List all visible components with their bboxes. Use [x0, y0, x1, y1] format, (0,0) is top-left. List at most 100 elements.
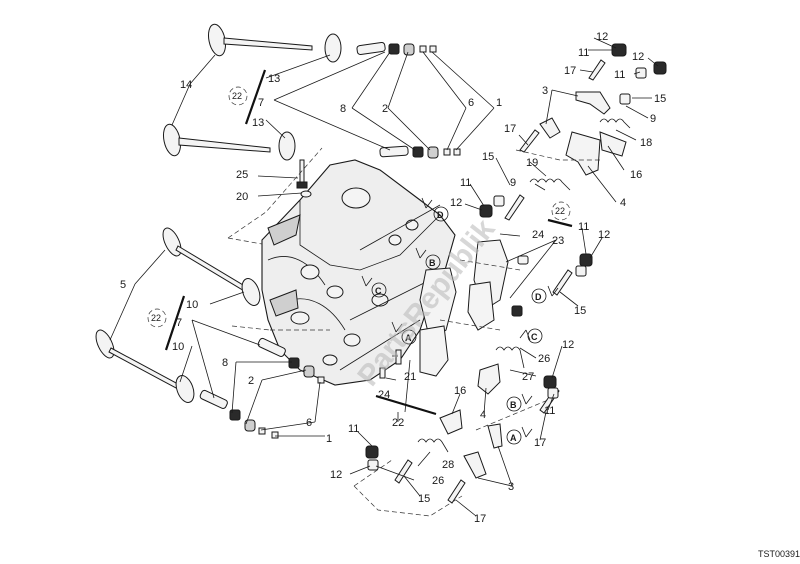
callout-8: 8 [222, 357, 228, 369]
callout-11: 11 [460, 177, 471, 189]
callout-10: 10 [186, 299, 198, 311]
callout-6: 6 [468, 97, 474, 109]
callout-16: 16 [630, 169, 642, 181]
callout-5: 5 [120, 279, 126, 291]
valve-upper-2 [162, 123, 271, 157]
callout-2: 2 [248, 375, 254, 387]
rocker-arm-lower-16 [439, 409, 463, 435]
callout-12: 12 [562, 339, 574, 351]
callout-24: 24 [378, 389, 390, 401]
callout-4: 4 [620, 197, 626, 209]
callout-14: 14 [180, 79, 192, 91]
callout-17: 17 [504, 123, 516, 135]
callout-15: 15 [574, 305, 586, 317]
callout-19: 19 [526, 157, 538, 169]
circled-22-symbols: 22 22 22 [147, 86, 571, 328]
svg-text:D: D [535, 292, 542, 302]
marker-b-2 [506, 396, 522, 412]
callout-7: 7 [258, 97, 264, 109]
callout-3: 3 [508, 481, 514, 493]
callout-26: 26 [538, 353, 550, 365]
callout-20: 20 [236, 191, 248, 203]
callout-24: 24 [532, 229, 544, 241]
callout-25: 25 [236, 169, 248, 181]
marker-a-2 [506, 429, 522, 445]
marker-a-1 [401, 329, 417, 345]
callout-18: 18 [640, 137, 652, 149]
callout-22: 22 [392, 417, 404, 429]
marker-b-1 [425, 254, 441, 270]
rocker-arm-upper-3 [539, 91, 611, 139]
valve-guides-and-keepers [199, 41, 461, 439]
callout-23: 23 [552, 235, 564, 247]
callout-17: 17 [534, 437, 546, 449]
marker-d-1 [433, 206, 449, 222]
drawing-code: TST00391 [758, 549, 800, 559]
callout-labels: 14 13 7 13 8 2 6 1 25 20 5 10 7 10 8 2 6… [120, 31, 666, 525]
svg-text:B: B [429, 258, 436, 268]
callout-8: 8 [340, 103, 346, 115]
callout-27: 27 [522, 371, 534, 383]
svg-text:A: A [510, 433, 517, 443]
callout-3: 3 [542, 85, 548, 97]
circled-22-upper-text: 22 [232, 91, 242, 101]
callout-9: 9 [510, 177, 516, 189]
callout-2: 2 [382, 103, 388, 115]
stud-and-washer [296, 159, 312, 198]
callout-11: 11 [578, 47, 589, 59]
adjusters-lower [365, 255, 559, 471]
callout-12: 12 [450, 197, 462, 209]
rocker-arm-lower-4 [477, 363, 501, 395]
callout-11: 11 [544, 405, 555, 417]
svg-text:C: C [375, 286, 382, 296]
callout-15: 15 [418, 493, 430, 505]
callout-10: 10 [172, 341, 184, 353]
callout-11: 11 [578, 221, 589, 233]
callout-11: 11 [614, 69, 625, 81]
cylinder-head [261, 159, 456, 386]
svg-text:D: D [437, 210, 444, 220]
callout-4: 4 [480, 409, 486, 421]
callout-12: 12 [598, 229, 610, 241]
group-brackets [164, 69, 573, 416]
callout-1: 1 [496, 97, 502, 109]
marker-c-1 [371, 282, 387, 298]
adjusters-upper [479, 43, 667, 277]
callout-9: 9 [650, 113, 656, 125]
circled-22-lower-text: 22 [151, 313, 161, 323]
circled-22-upper [228, 86, 248, 106]
valve-lower-2 [95, 329, 179, 389]
rocker-springs-upper [529, 118, 631, 191]
callout-13: 13 [268, 73, 280, 85]
svg-text:C: C [531, 332, 538, 342]
callout-21: 21 [404, 371, 416, 383]
circled-22-lower [147, 308, 167, 328]
valve-seat-rings [175, 33, 342, 403]
callout-12: 12 [596, 31, 608, 43]
marker-d-2 [531, 288, 547, 304]
rocker-supports [419, 239, 509, 377]
circled-22-right [551, 201, 571, 221]
callout-12: 12 [330, 469, 342, 481]
rocker-springs-lower [417, 346, 525, 453]
callout-11: 11 [348, 423, 359, 435]
leader-lines [109, 37, 659, 517]
valve-upper-1 [207, 23, 313, 57]
callout-13: 13 [252, 117, 264, 129]
rocker-arm-lower-3 [463, 423, 503, 479]
callout-1: 1 [326, 433, 332, 445]
svg-text:B: B [510, 400, 517, 410]
callout-15: 15 [654, 93, 666, 105]
svg-text:A: A [405, 333, 412, 343]
letter-markers: D B C A D C B A A C [371, 206, 547, 445]
rocker-arm-upper-4 [565, 131, 601, 176]
callout-17: 17 [564, 65, 576, 77]
callout-28: 28 [442, 459, 454, 471]
dashed-outlines [227, 147, 600, 517]
callout-16: 16 [454, 385, 466, 397]
callout-6: 6 [306, 417, 312, 429]
callout-17: 17 [474, 513, 486, 525]
circled-22-right-text: 22 [555, 206, 565, 216]
small-pins [379, 349, 402, 379]
